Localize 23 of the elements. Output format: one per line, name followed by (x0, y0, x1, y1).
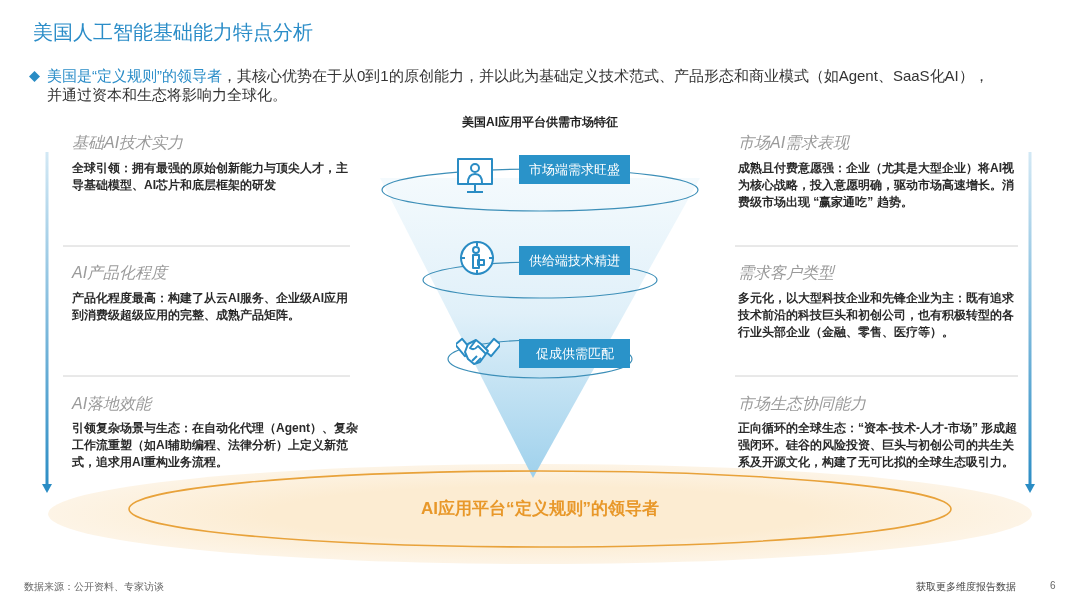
section-heading: 市场AI需求表现 (738, 133, 850, 153)
conclusion-text: AI应用平台“定义规则”的领导者 (420, 498, 660, 520)
section-heading: AI产品化程度 (72, 263, 168, 283)
footer-note: 获取更多维度报告数据 (916, 580, 1016, 594)
section-heading: 市场生态协同能力 (738, 394, 866, 414)
stage-banner: 市场端需求旺盛 (519, 155, 630, 184)
section-heading: 需求客户类型 (738, 263, 834, 283)
intro-text: 美国是“定义规则”的领导者，其核心优势在于从0到1的原创能力，并以此为基础定义技术范式、产品形态和商业模式（如Agent、SaaS化AI），并通过资本和生态将影响力全球化。 (47, 66, 990, 104)
stage-banner: 促成供需匹配 (519, 339, 630, 368)
section-heading: AI落地效能 (72, 394, 152, 414)
chart-subtitle: 美国AI应用平台供需市场特征 (462, 114, 618, 131)
section-text: 正向循环的全球生态：“资本-技术-人才-市场” 形成超强闭环。硅谷的风险投资、巨头与初创公司的共生关系及开源文化，构建了无可比拟的全球生态吸引力。 (738, 420, 1019, 471)
conclusion-ellipse (128, 470, 952, 548)
section-text: 全球引领：拥有最强的原始创新能力与顶尖人才，主导基础模型、AI芯片和底层框架的研发 (72, 160, 349, 194)
section-text: 引领复杂场景与生态：在自动化代理（Agent）、复杂工作流重塑（如AI辅助编程、法律分析）上定义新范式，追求用AI重构业务流程。 (72, 420, 358, 471)
section-text: 产品化程度最高：构建了从云AI服务、企业级AI应用到消费级超级应用的完整、成熟产品矩阵。 (72, 290, 349, 324)
section-heading: 基础AI技术实力 (72, 133, 184, 153)
slide-title: 美国人工智能基础能力特点分析 (33, 20, 313, 45)
section-text: 多元化，以大型科技企业和先锋企业为主：既有追求技术前沿的科技巨头和初创公司，也有积极转型的各行业头部企业（金融、零售、医疗等）。 (738, 290, 1015, 341)
source-note: 数据来源：公开资料、专家访谈 (24, 580, 164, 594)
page-number: 6 (1050, 580, 1056, 591)
stage-banner: 供给端技术精进 (519, 246, 630, 275)
section-text: 成熟且付费意愿强：企业（尤其是大型企业）将AI视为核心战略，投入意愿明确，驱动市场高速增长。消费级市场出现 “赢家通吃” 趋势。 (738, 160, 1015, 211)
